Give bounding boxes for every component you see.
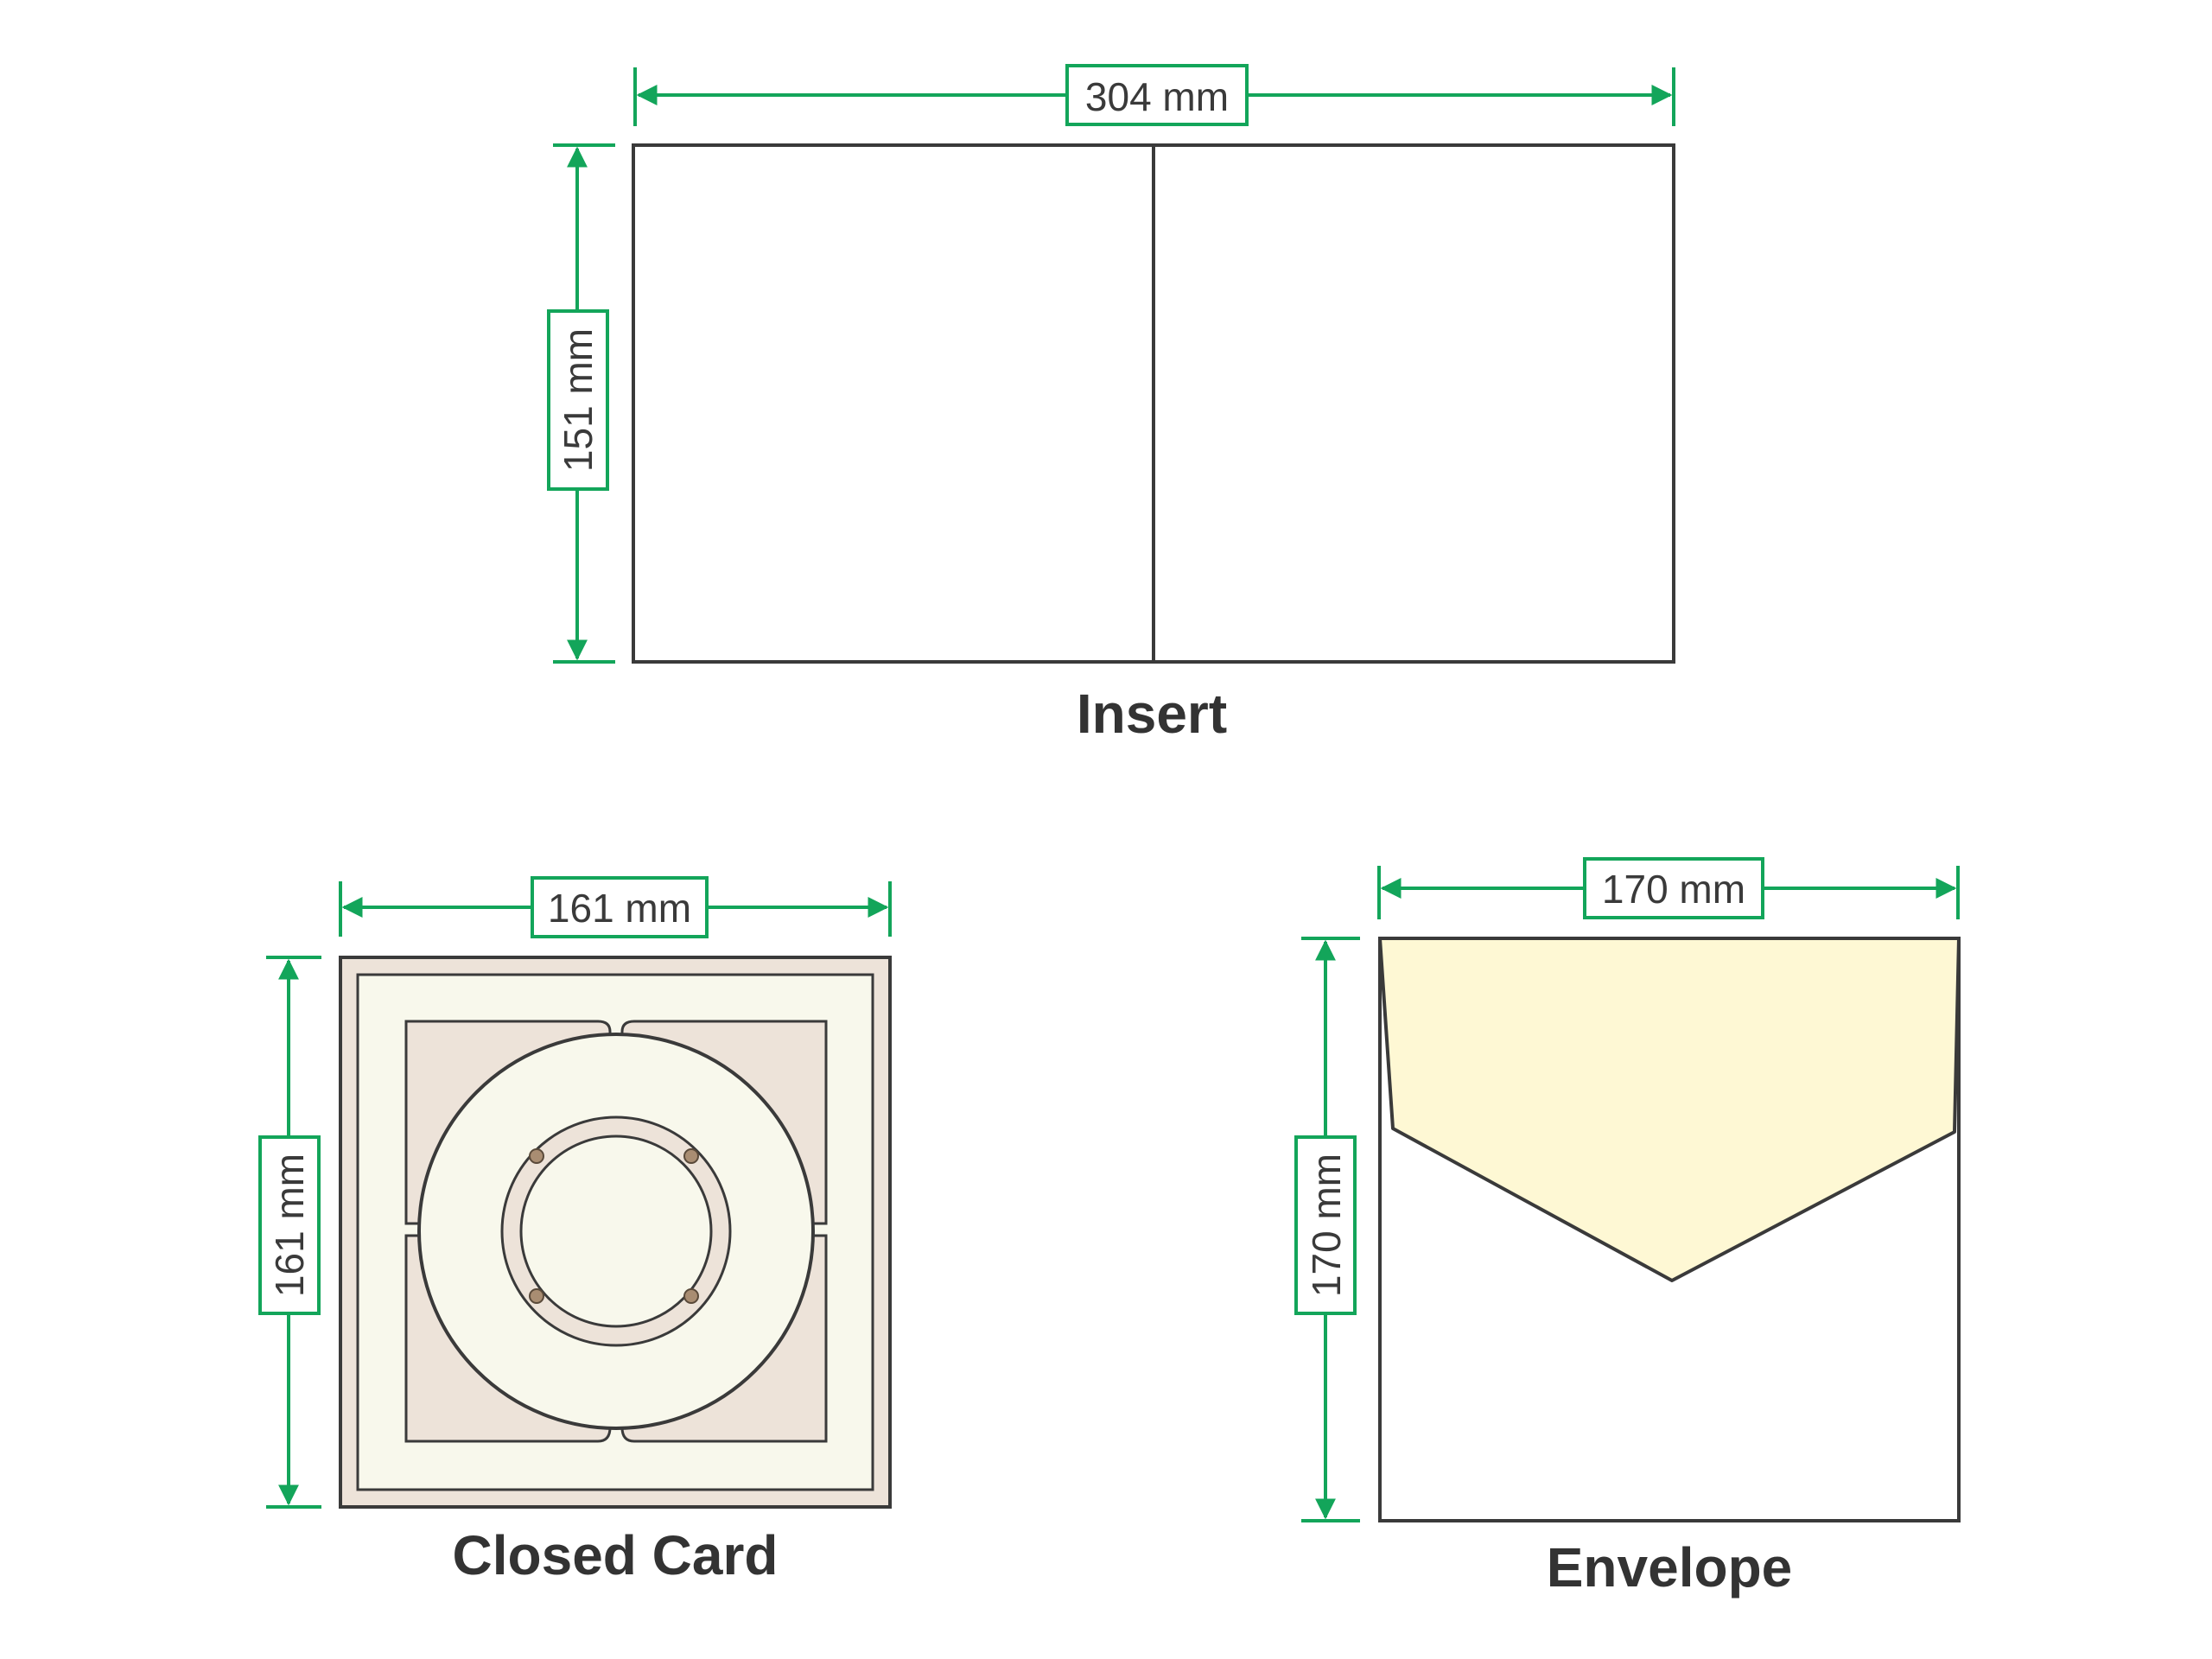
- closed-card-width-dimension: 161 mm: [339, 876, 892, 938]
- insert-width-label-box: [1065, 64, 1249, 126]
- insert-group: 304 mm 151 mm Insert: [547, 64, 1675, 745]
- envelope-width-label: 170 mm: [1602, 867, 1745, 912]
- insert-height-label: 151 mm: [556, 328, 601, 472]
- closed-card-window: [519, 1135, 713, 1328]
- closed-card-rivet: [529, 1148, 544, 1164]
- closed-card-rivet: [529, 1288, 544, 1304]
- closed-card-height-label-box: [258, 1135, 321, 1315]
- closed-card-rivet: [683, 1288, 699, 1304]
- closed-card-group: 161 mm 161 mm Closed Card: [258, 876, 892, 1586]
- insert-caption: Insert: [1077, 683, 1227, 745]
- closed-card-caption: Closed Card: [453, 1524, 779, 1586]
- envelope-width-label-box: [1583, 857, 1764, 919]
- envelope-caption: Envelope: [1547, 1536, 1793, 1599]
- envelope-group: 170 mm 170 mm Envelope: [1294, 857, 1961, 1599]
- closed-card-rivet: [683, 1148, 699, 1164]
- envelope-height-label: 170 mm: [1304, 1154, 1349, 1297]
- closed-card-width-label-box: [531, 876, 709, 938]
- closed-card-height-dimension: 161 mm: [258, 956, 321, 1509]
- insert-width-dimension: 304 mm: [633, 64, 1675, 126]
- insert-height-dimension: 151 mm: [547, 143, 615, 664]
- insert-width-label: 304 mm: [1085, 74, 1229, 119]
- closed-card-height-label: 161 mm: [267, 1154, 312, 1297]
- insert-height-label-box: [547, 309, 609, 491]
- envelope-flap: [1378, 937, 1961, 1282]
- envelope-height-label-box: [1294, 1135, 1357, 1315]
- envelope-width-dimension: 170 mm: [1377, 857, 1960, 919]
- envelope-height-dimension: 170 mm: [1294, 937, 1360, 1522]
- closed-card-width-label: 161 mm: [548, 886, 691, 931]
